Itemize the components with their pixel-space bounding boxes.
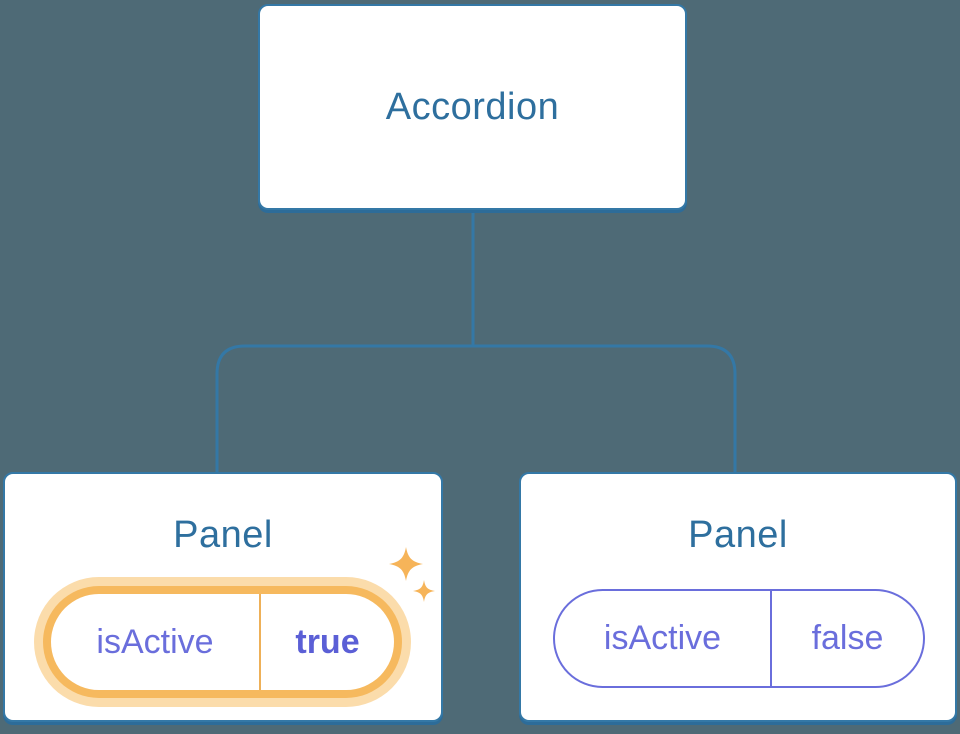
state-value-label: false: [811, 619, 884, 657]
state-pill-active: isActive true: [51, 594, 394, 690]
state-name-label: isActive: [96, 622, 214, 661]
state-pill-active-ring: isActive true: [43, 586, 402, 698]
component-node-panel-active: Panel isActive true: [3, 472, 443, 722]
accordion-label: Accordion: [385, 85, 560, 128]
state-pill-active-highlight: isActive true: [34, 577, 411, 707]
state-name-label: isActive: [603, 619, 722, 657]
panel-label: Panel: [173, 514, 273, 556]
state-value-label: true: [295, 622, 360, 661]
component-node-panel-inactive: Panel isActive false: [519, 472, 957, 722]
connector-branch: [215, 344, 737, 472]
panel-label: Panel: [688, 514, 788, 556]
state-pill-divider: [259, 594, 261, 690]
state-pill-inactive: isActive false: [553, 589, 925, 688]
state-pill-divider: [770, 591, 772, 686]
component-node-accordion: Accordion: [258, 4, 687, 210]
